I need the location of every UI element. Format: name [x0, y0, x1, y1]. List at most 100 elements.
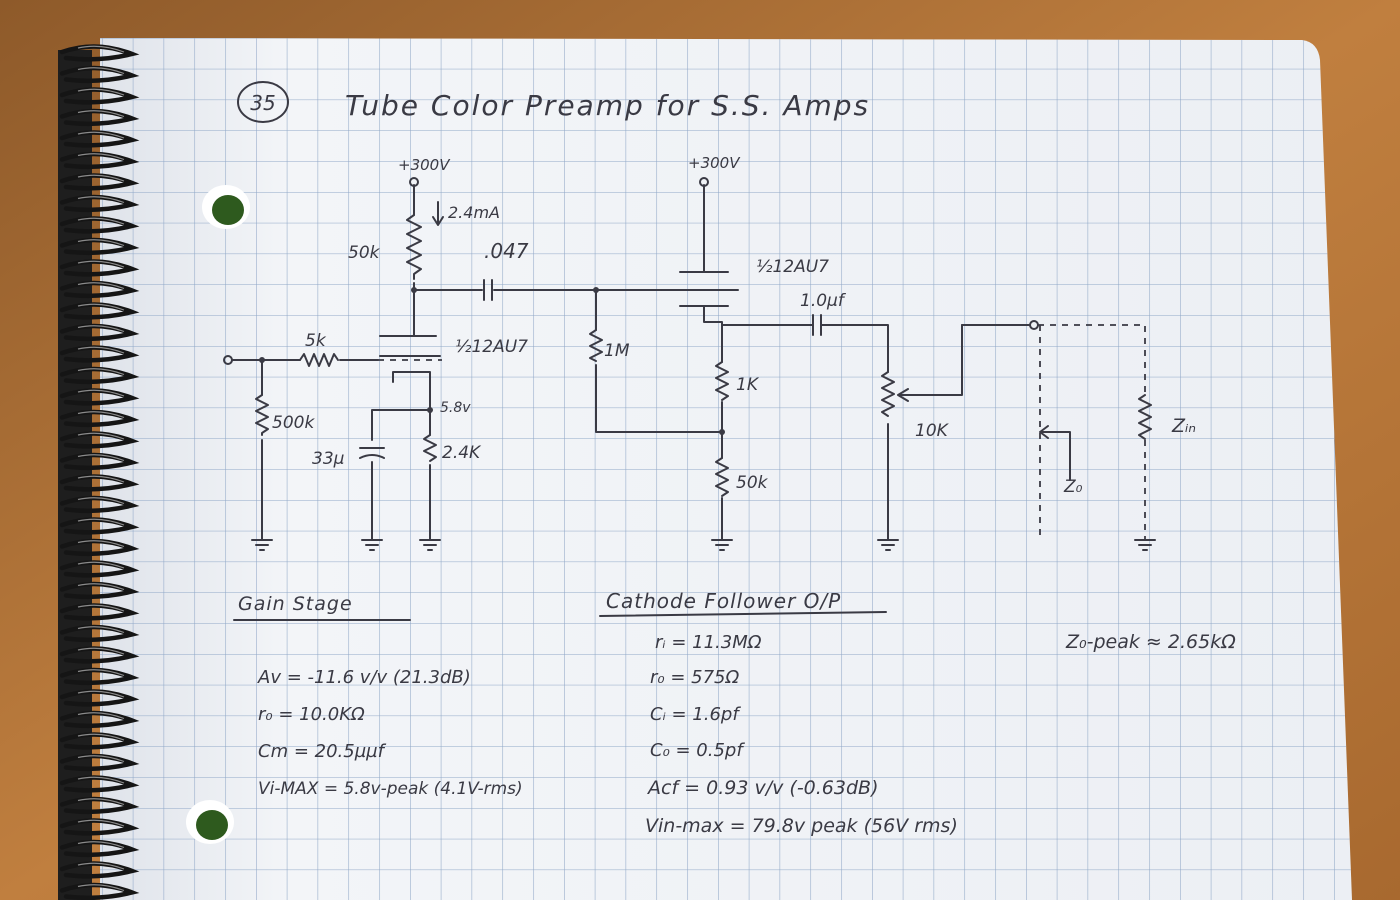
- label-gain-supply: +300V: [398, 156, 451, 174]
- spiral-coil-highlight: [77, 712, 125, 720]
- spiral-coil-highlight: [77, 432, 125, 440]
- schematic: +300V 2.4mA 50k .047 5k ½12AU7 500k 5.8v…: [223, 154, 1196, 551]
- ground-symbol: [877, 539, 899, 551]
- resistor-cathode-50k: [715, 457, 729, 497]
- resistor-plate-50k: [406, 214, 422, 280]
- label-output-cap: 1.0µf: [800, 291, 847, 311]
- spiral-coil-highlight: [77, 196, 125, 204]
- ground-symbol: [1134, 539, 1156, 551]
- binder-holes: [186, 185, 250, 844]
- ground-symbols: [251, 539, 1156, 551]
- spiral-coil-highlight: [77, 411, 125, 419]
- resistor-input-500k: [255, 394, 269, 436]
- resistor-cathode-2-4k: [423, 434, 437, 462]
- spiral-coil-highlight: [77, 346, 125, 354]
- resistor-grid-1m: [589, 329, 603, 362]
- label-bias-resistor: 1K: [736, 375, 760, 395]
- spiral-coil-highlight: [77, 239, 125, 247]
- supply-terminal-cf: [699, 177, 709, 187]
- ground-symbol: [419, 539, 441, 551]
- spiral-coil-highlight: [77, 131, 125, 139]
- junction-dot: [259, 357, 265, 363]
- heading-underline: [599, 611, 887, 617]
- spiral-coil-highlight: [77, 88, 125, 96]
- spiral-coil-highlight: [77, 798, 125, 806]
- spiral-coil-highlight: [77, 626, 125, 634]
- spiral-coil-highlight: [77, 45, 125, 53]
- label-cathode-cap: 33µ: [312, 449, 345, 469]
- junction-dot: [427, 407, 433, 413]
- resistor-zin: [1138, 394, 1152, 440]
- cf-note-line: Vin-max = 79.8v peak (56V rms): [645, 815, 958, 837]
- spiral-coil-highlight: [77, 776, 125, 784]
- input-terminal: [223, 355, 233, 365]
- spiral-coil-highlight: [77, 604, 125, 612]
- spiral-coil-highlight: [77, 669, 125, 677]
- label-grid-stopper: 5k: [305, 331, 327, 351]
- page-number-circle: [237, 81, 289, 123]
- cathode-follower-heading: Cathode Follower O/P: [606, 589, 841, 613]
- label-cf-tube: ½12AU7: [756, 257, 829, 277]
- junction-dot: [411, 287, 417, 293]
- pot-wiper-arrow: [897, 324, 963, 402]
- ground-symbol: [711, 539, 733, 551]
- spiral-coil-highlight: [77, 303, 125, 311]
- spiral-coil-highlight: [77, 518, 125, 526]
- cf-note-line: Cᵢ = 1.6pf: [650, 704, 741, 725]
- gain-stage-notes: Gain Stage Av = -11.6 v/v (21.3dB) r₀ = …: [233, 593, 523, 799]
- zo-peak-note: Z₀-peak ≈ 2.65kΩ: [1065, 631, 1236, 653]
- spiral-coil-highlight: [77, 647, 125, 655]
- spiral-coil-highlight: [77, 110, 125, 118]
- page-title: Tube Color Preamp for S.S. Amps: [345, 89, 870, 122]
- binder-hole: [196, 810, 228, 840]
- potentiometer-10k: [881, 371, 895, 417]
- page-number: 35: [250, 91, 275, 115]
- label-zin: Zᵢₙ: [1171, 415, 1196, 437]
- label-cathode-resistor: 2.4K: [442, 443, 482, 463]
- spiral-coil-highlight: [77, 583, 125, 591]
- resistor-grid-stopper-5k: [299, 353, 339, 367]
- spiral-coil-highlight: [77, 884, 125, 892]
- spiral-binding: [59, 44, 140, 900]
- label-cf-cathode-resistor: 50k: [736, 473, 769, 493]
- spiral-coil-highlight: [77, 475, 125, 483]
- ground-symbol: [251, 539, 273, 551]
- junction-dot: [719, 429, 725, 435]
- spiral-coil-highlight: [77, 454, 125, 462]
- cathode-follower-notes: Cathode Follower O/P rᵢ = 11.3MΩ r₀ = 57…: [599, 589, 958, 837]
- spiral-coil-highlight: [77, 67, 125, 75]
- spiral-coil-highlight: [77, 153, 125, 161]
- ground-symbol: [361, 539, 383, 551]
- spiral-coil-highlight: [77, 690, 125, 698]
- binder-hole: [212, 195, 244, 225]
- spiral-coil-highlight: [77, 217, 125, 225]
- spiral-coil-highlight: [77, 282, 125, 290]
- spiral-coil-highlight: [77, 389, 125, 397]
- spiral-coil-highlight: [77, 174, 125, 182]
- supply-terminal-gain: [409, 177, 419, 187]
- load-dashed-wiring: [1038, 324, 1146, 540]
- label-cathode-voltage: 5.8v: [440, 400, 471, 416]
- spiral-coil-highlight: [77, 497, 125, 505]
- gain-note-line: Av = -11.6 v/v (21.3dB): [257, 667, 471, 688]
- cf-note-line: C₀ = 0.5pf: [650, 740, 745, 761]
- label-cf-supply: +300V: [688, 154, 741, 172]
- gain-note-line: Cm = 20.5µµf: [258, 741, 387, 762]
- spiral-coil-highlight: [77, 368, 125, 376]
- page-header: 35 Tube Color Preamp for S.S. Amps: [237, 81, 870, 123]
- zo-arrow: [1039, 425, 1071, 481]
- label-plate-resistor: 50k: [348, 243, 381, 263]
- label-grid-resistor: 1M: [604, 341, 630, 361]
- spiral-coil-highlight: [77, 819, 125, 827]
- coupling-capacitor: [483, 279, 493, 301]
- output-capacitor: [721, 314, 889, 541]
- cathode-bypass-capacitor: [359, 447, 385, 459]
- gain-note-line: r₀ = 10.0KΩ: [258, 704, 365, 725]
- label-input-resistor: 500k: [272, 413, 315, 433]
- label-gain-tube: ½12AU7: [455, 337, 528, 357]
- spiral-coil-highlight: [77, 862, 125, 870]
- cf-note-line: Acf = 0.93 v/v (-0.63dB): [646, 777, 879, 799]
- junction-dot: [593, 287, 599, 293]
- spiral-coil-highlight: [77, 325, 125, 333]
